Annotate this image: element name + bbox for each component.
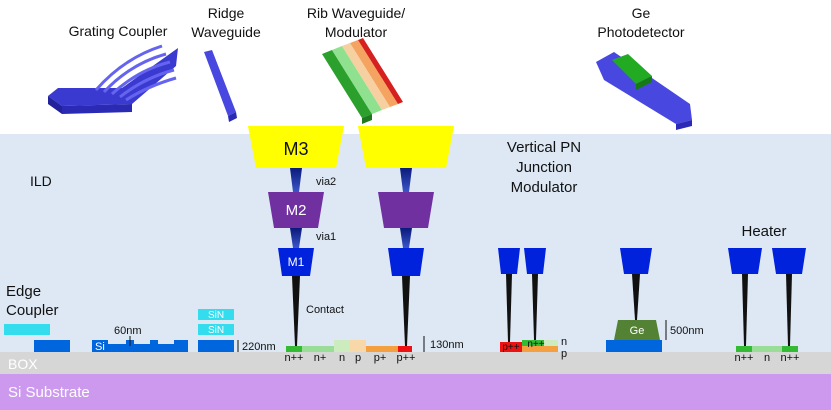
vpn-ppp-label: p++: [502, 342, 519, 353]
heater-npp-right: [782, 346, 798, 352]
via1-2: [400, 228, 412, 248]
ge-block: [614, 320, 660, 340]
heater-metal1-left: [728, 248, 762, 274]
via2: [290, 168, 302, 192]
sin-label-1: SiN: [208, 310, 224, 321]
metal3-block: [248, 126, 344, 168]
contact-2: [402, 276, 410, 346]
metal2-label: M2: [286, 202, 307, 219]
metal1-label: M1: [288, 255, 305, 269]
vpn-npp-label: n++: [527, 339, 544, 350]
ridge-waveguide-label-2: Waveguide: [191, 24, 261, 40]
sin-block-1: [198, 309, 234, 320]
rib-ppp-label: p++: [397, 352, 416, 364]
rib-ppp-region: [398, 346, 412, 352]
rib-p-region: [350, 340, 366, 352]
grating-coupler-icon: [48, 44, 178, 114]
via2-label: via2: [316, 176, 336, 188]
vpn-contact-right: [532, 274, 538, 340]
box-layer: [0, 352, 831, 374]
ge-contact: [632, 274, 640, 320]
sin-block-2: [198, 324, 234, 335]
dim-220nm-label: 220nm: [242, 341, 276, 353]
rib-npp-region: [286, 346, 302, 352]
ridge-waveguide-label-1: Ridge: [208, 5, 245, 21]
heater-n-label: n: [764, 352, 770, 364]
vpn-npp-region: [522, 340, 544, 346]
heater-n-region: [752, 346, 782, 352]
ge-si-layer: [606, 340, 662, 352]
metal2-block-2: [378, 192, 434, 228]
edge-coupler-label-2: Coupler: [6, 302, 59, 319]
metal1-block: [278, 248, 314, 276]
ridge-waveguide-icon: [204, 50, 237, 122]
metal2-block: [268, 192, 324, 228]
rib-pp-label: p+: [374, 352, 387, 364]
rib-npp-label: n++: [285, 352, 304, 364]
via1-label: via1: [316, 231, 336, 243]
si-block: [198, 340, 234, 352]
vpn-metal1-left: [498, 248, 520, 274]
edge-coupler-si: [34, 340, 70, 352]
contact: [292, 276, 300, 346]
vertical-pn-label-3: Modulator: [511, 179, 578, 196]
heater-contact-left: [742, 274, 748, 346]
vertical-pn-label-2: Junction: [516, 159, 572, 176]
heater-npp-left: [736, 346, 752, 352]
rib-n-region: [334, 340, 350, 352]
via2-2: [400, 168, 412, 192]
edge-coupler-sin: [4, 324, 50, 335]
rib-p-label: p: [355, 352, 361, 364]
si-grating-waveguide: [92, 340, 188, 352]
vpn-metal1-right: [524, 248, 546, 274]
rib-np-label: n+: [314, 352, 327, 364]
sin-label-2: SiN: [208, 325, 224, 336]
rib-np-region: [302, 346, 334, 352]
metal3-block-2: [358, 126, 454, 168]
box-label: BOX: [8, 356, 38, 372]
vpn-p-region: [522, 346, 558, 352]
heater-npp-label-1: n++: [735, 352, 754, 364]
ge-photodetector-label-2: Photodetector: [597, 24, 685, 40]
ge-label: Ge: [630, 325, 645, 337]
dim-130nm-label: 130nm: [430, 339, 464, 351]
vpn-contact-left: [506, 274, 512, 342]
metal3-label: M3: [283, 139, 308, 159]
vpn-n-label: n: [561, 336, 567, 348]
heater-npp-label-2: n++: [781, 352, 800, 364]
edge-coupler-label-1: Edge: [6, 283, 41, 300]
substrate-label: Si Substrate: [8, 384, 90, 401]
grating-coupler-label: Grating Coupler: [69, 23, 168, 39]
rib-modulator-label-1: Rib Waveguide/: [307, 5, 405, 21]
heater-contact-right: [786, 274, 792, 346]
contact-label: Contact: [306, 304, 344, 316]
vpn-ppp-region: [500, 342, 522, 352]
ild-label: ILD: [30, 173, 52, 189]
vertical-pn-label-1: Vertical PN: [507, 139, 581, 156]
rib-modulator-label-2: Modulator: [325, 24, 388, 40]
metal1-block-2: [388, 248, 424, 276]
heater-label: Heater: [741, 223, 786, 240]
vpn-p-label: p: [561, 348, 567, 360]
ge-metal1: [620, 248, 652, 274]
dim-500nm-label: 500nm: [670, 325, 704, 337]
rib-n-label: n: [339, 352, 345, 364]
rib-pp-region: [366, 346, 398, 352]
heater-metal1-right: [772, 248, 806, 274]
ge-photodetector-label-1: Ge: [632, 5, 651, 21]
substrate-layer: [0, 374, 831, 410]
via1: [290, 228, 302, 248]
dim-60nm-label: 60nm: [114, 325, 142, 337]
si-label: Si: [95, 341, 105, 353]
ild-layer: [0, 134, 831, 352]
rib-modulator-icon: [322, 38, 403, 124]
vpn-n-region: [544, 340, 558, 346]
ge-photodetector-icon: [596, 52, 692, 130]
